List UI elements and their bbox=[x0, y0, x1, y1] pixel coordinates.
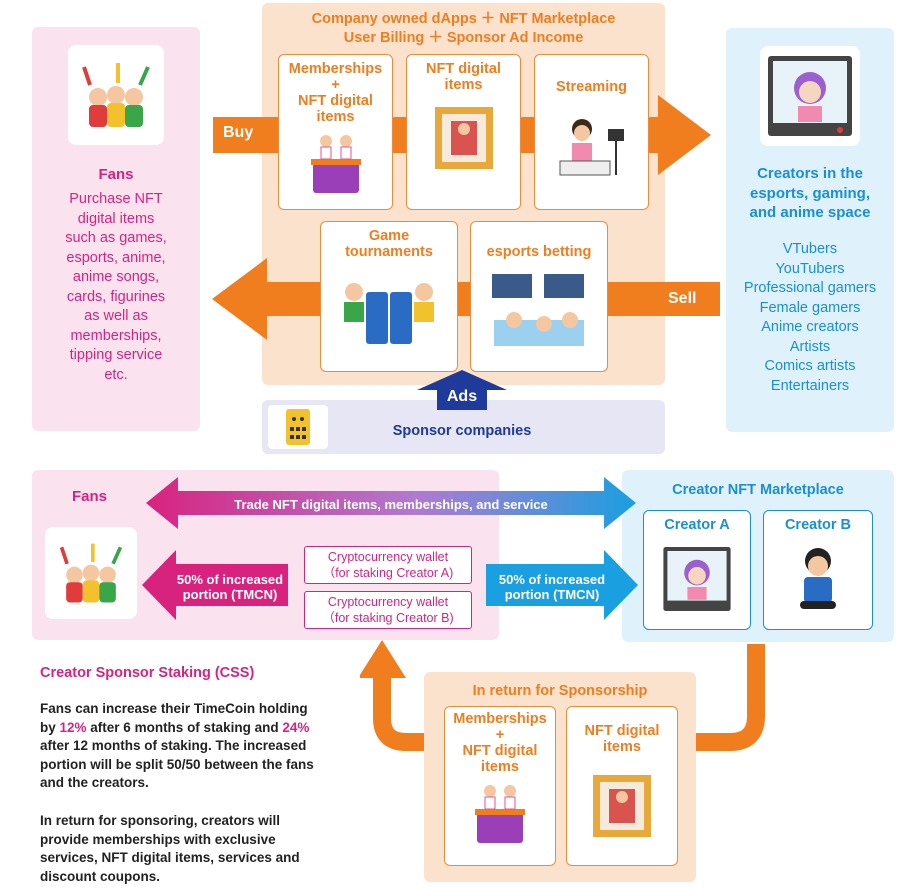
sponsor-companies-label: Sponsor companies bbox=[392, 423, 532, 439]
buy-label: Buy bbox=[223, 124, 254, 141]
building-icon bbox=[286, 409, 310, 445]
creators-share-arrow bbox=[486, 550, 638, 620]
css-paragraph-1: Fans can increase their TimeCoin holding… bbox=[40, 701, 314, 790]
vtuber-screen-icon bbox=[663, 547, 731, 611]
framed-art-icon bbox=[593, 775, 651, 837]
trade-label: Trade NFT digital items, memberships, an… bbox=[234, 497, 548, 512]
card-streaming: Streaming bbox=[534, 54, 649, 210]
idol-stage-icon bbox=[475, 785, 525, 843]
vtuber-icon-box bbox=[760, 46, 860, 146]
framed-art-icon bbox=[434, 107, 493, 169]
sell-label: Sell bbox=[668, 290, 697, 307]
ads-label: Ads bbox=[446, 388, 478, 405]
streamer-icon bbox=[559, 119, 624, 176]
cheering-fans-icon bbox=[59, 543, 123, 603]
fans-share-arrow bbox=[142, 550, 288, 620]
sponsorship-return-title: In return for Sponsorship bbox=[472, 683, 648, 699]
ads-arrow bbox=[417, 370, 507, 410]
fans-icon-box bbox=[68, 45, 164, 145]
fans-bottom-title: Fans bbox=[72, 488, 108, 505]
trade-arrow bbox=[146, 477, 636, 529]
return-loop-arrow bbox=[360, 640, 765, 751]
card-creator-a: Creator A bbox=[643, 510, 751, 630]
idol-stage-icon bbox=[310, 135, 361, 193]
card-esports-betting: esports betting bbox=[470, 221, 608, 372]
sell-arrow bbox=[212, 258, 720, 340]
sponsor-icon-box bbox=[268, 405, 328, 449]
css-title: Creator Sponsor Staking (CSS) bbox=[40, 665, 255, 681]
marketplace-title: Creator NFT Marketplace bbox=[672, 482, 844, 498]
vtuber-screen-icon bbox=[768, 56, 852, 136]
gamer-icon bbox=[800, 548, 836, 609]
wallet-creator-a: Cryptocurrency wallet（for staking Creato… bbox=[304, 546, 472, 584]
fans-bottom-icon-box bbox=[45, 527, 137, 619]
gamers-icon bbox=[344, 283, 434, 344]
esports-audience-icon bbox=[492, 274, 584, 346]
cheering-fans-icon bbox=[82, 63, 150, 127]
fans-title: Fans bbox=[98, 166, 134, 183]
card-creator-b: Creator B bbox=[763, 510, 873, 630]
wallet-creator-b: Cryptocurrency wallet（for staking Creato… bbox=[304, 591, 472, 629]
